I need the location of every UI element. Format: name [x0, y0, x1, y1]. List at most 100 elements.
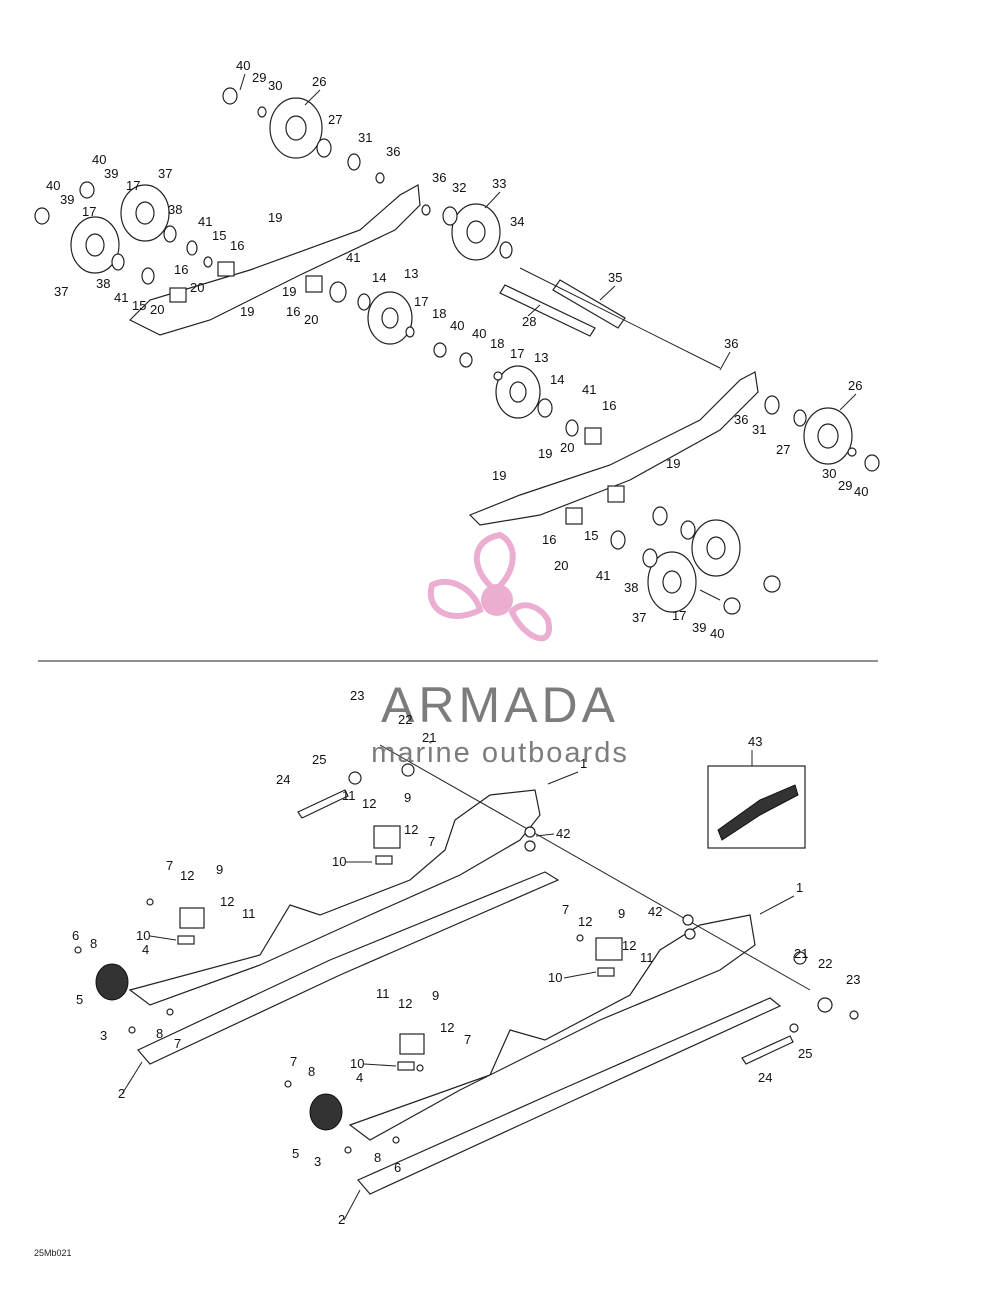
wheel-26-top — [269, 97, 323, 159]
callout-25: 25 — [312, 752, 326, 767]
callout-23: 23 — [350, 688, 364, 703]
callout-36: 36 — [724, 336, 738, 351]
callout-40: 40 — [854, 484, 868, 499]
callout-33: 33 — [492, 176, 506, 191]
axle-35 — [552, 279, 626, 329]
propeller-logo — [427, 531, 553, 642]
callout-16: 16 — [230, 238, 244, 253]
callout-39: 39 — [692, 620, 706, 635]
callout-35: 35 — [608, 270, 622, 285]
callout-32: 32 — [452, 180, 466, 195]
callout-22: 22 — [818, 956, 832, 971]
callout-9: 9 — [618, 906, 625, 921]
callout-8: 8 — [156, 1026, 163, 1041]
callout-43: 43 — [748, 734, 762, 749]
callout-21: 21 — [794, 946, 808, 961]
callout-7: 7 — [562, 902, 569, 917]
callout-15: 15 — [132, 298, 146, 313]
callout-39: 39 — [60, 192, 74, 207]
callout-19: 19 — [538, 446, 552, 461]
callout-7: 7 — [464, 1032, 471, 1047]
callout-19: 19 — [666, 456, 680, 471]
callout-16: 16 — [602, 398, 616, 413]
callout-10: 10 — [332, 854, 346, 869]
callout-17: 17 — [82, 204, 96, 219]
wheel-37-a — [120, 184, 170, 242]
callout-42: 42 — [648, 904, 662, 919]
callout-10: 10 — [136, 928, 150, 943]
callout-1: 1 — [796, 880, 803, 895]
callout-10: 10 — [548, 970, 562, 985]
leader-lines — [121, 73, 857, 1221]
block-9-a — [373, 825, 401, 849]
brand-name: ARMADA — [381, 677, 619, 733]
callout-18: 18 — [490, 336, 504, 351]
callout-40: 40 — [236, 58, 250, 73]
callout-37: 37 — [158, 166, 172, 181]
callout-12: 12 — [578, 914, 592, 929]
callout-16: 16 — [174, 262, 188, 277]
callout-14: 14 — [550, 372, 564, 387]
block-9-b — [179, 907, 205, 929]
callout-39: 39 — [104, 166, 118, 181]
callout-10: 10 — [350, 1056, 364, 1071]
callout-11: 11 — [376, 986, 390, 1001]
callout-42: 42 — [556, 826, 570, 841]
callout-26: 26 — [848, 378, 862, 393]
callout-25: 25 — [798, 1046, 812, 1061]
callout-5: 5 — [292, 1146, 299, 1161]
axle-28 — [499, 284, 596, 337]
callout-36: 36 — [734, 412, 748, 427]
callout-7: 7 — [290, 1054, 297, 1069]
callout-27: 27 — [328, 112, 342, 127]
callout-17: 17 — [510, 346, 524, 361]
wheel-37-c — [647, 551, 697, 613]
callout-6: 6 — [72, 928, 79, 943]
callout-7: 7 — [166, 858, 173, 873]
callout-20: 20 — [304, 312, 318, 327]
callout-38: 38 — [96, 276, 110, 291]
callout-41: 41 — [346, 250, 360, 265]
callout-1: 1 — [580, 756, 587, 771]
callout-17: 17 — [126, 178, 140, 193]
block-9-c — [595, 937, 623, 961]
stopper-5-right — [309, 1093, 343, 1131]
callout-3: 3 — [100, 1028, 107, 1043]
callout-36: 36 — [386, 144, 400, 159]
callout-19: 19 — [492, 468, 506, 483]
callout-29: 29 — [838, 478, 852, 493]
callout-31: 31 — [358, 130, 372, 145]
callout-20: 20 — [554, 558, 568, 573]
wheel-26-right — [803, 407, 853, 465]
callout-41: 41 — [582, 382, 596, 397]
brand-tagline: marine outboards — [371, 737, 629, 769]
callout-9: 9 — [404, 790, 411, 805]
callout-22: 22 — [398, 712, 412, 727]
callout-11: 11 — [342, 788, 356, 803]
callout-11: 11 — [242, 906, 256, 921]
block-9-d — [399, 1033, 425, 1055]
callout-28: 28 — [522, 314, 536, 329]
callout-13: 13 — [404, 266, 418, 281]
upper-right-rail — [468, 371, 759, 526]
callout-38: 38 — [624, 580, 638, 595]
callout-labels: 40 29 30 26 27 31 36 36 32 33 34 35 28 4… — [46, 58, 868, 1227]
callout-12: 12 — [220, 894, 234, 909]
callout-2: 2 — [338, 1212, 345, 1227]
callout-12: 12 — [404, 822, 418, 837]
callout-30: 30 — [268, 78, 282, 93]
callout-20: 20 — [150, 302, 164, 317]
callout-23: 23 — [846, 972, 860, 987]
rail-1-right — [348, 914, 756, 1141]
callout-14: 14 — [372, 270, 386, 285]
callout-12: 12 — [440, 1020, 454, 1035]
stopper-5-left — [95, 963, 129, 1001]
callout-11: 11 — [640, 950, 654, 965]
callout-12: 12 — [622, 938, 636, 953]
callout-13: 13 — [534, 350, 548, 365]
callout-40: 40 — [472, 326, 486, 341]
callout-16: 16 — [286, 304, 300, 319]
callout-30: 30 — [822, 466, 836, 481]
callout-41: 41 — [198, 214, 212, 229]
